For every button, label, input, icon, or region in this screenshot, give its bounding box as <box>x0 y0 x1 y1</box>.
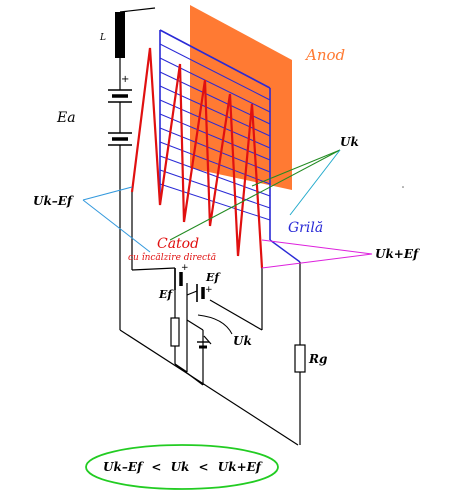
uk-source <box>197 335 212 349</box>
ef-plus-left-label: + <box>181 263 189 273</box>
center-resistor <box>170 317 180 347</box>
uk-plus-ef-label: Uk+Ef <box>375 247 420 261</box>
uk-bottom-pointer <box>197 314 233 335</box>
circuit-wires <box>119 7 301 446</box>
uk-bottom-label: Uk <box>233 334 252 348</box>
uk-minus-ef-label: Uk–Ef <box>33 194 74 208</box>
ef-left-label: Ef <box>158 288 174 301</box>
ea-label: Ea <box>56 110 76 126</box>
battery-ef-right <box>196 284 205 302</box>
battery-ef-left <box>174 268 183 290</box>
uk-top-pointers <box>169 149 341 241</box>
catod-sub-label: cu încălzire directă <box>128 252 216 263</box>
inductor <box>115 12 125 58</box>
formula-lt1: < <box>151 460 161 474</box>
uk-top-pointers-2 <box>289 149 341 216</box>
rg-resistor <box>294 344 306 373</box>
uk-minus-ef-pointers <box>82 186 151 253</box>
inductor-label: L <box>99 33 106 43</box>
ef-plus-right-label: + <box>205 285 213 295</box>
anod-label: Anod <box>304 46 345 64</box>
battery-plus-label: + <box>121 74 129 85</box>
uk-plus-ef-pointers <box>261 239 373 269</box>
formula-ellipse <box>85 444 279 490</box>
formula-right: Uk+Ef <box>218 460 263 474</box>
formula-lt2: < <box>199 460 209 474</box>
grila-label: Grilă <box>288 220 323 236</box>
cathode-filament <box>130 47 264 269</box>
uk-top-label: Uk <box>340 135 359 149</box>
rg-label: Rg <box>308 352 327 366</box>
battery-ea <box>108 89 132 146</box>
stray-dot <box>402 186 404 188</box>
formula-mid: Uk <box>171 460 190 474</box>
catod-label: Catod <box>157 236 199 252</box>
formula-text: Uk–Ef < Uk < Uk+Ef <box>103 460 263 474</box>
ef-right-label: Ef <box>205 271 221 284</box>
formula-left: Uk–Ef <box>103 460 144 474</box>
grid-electrode <box>159 29 301 263</box>
